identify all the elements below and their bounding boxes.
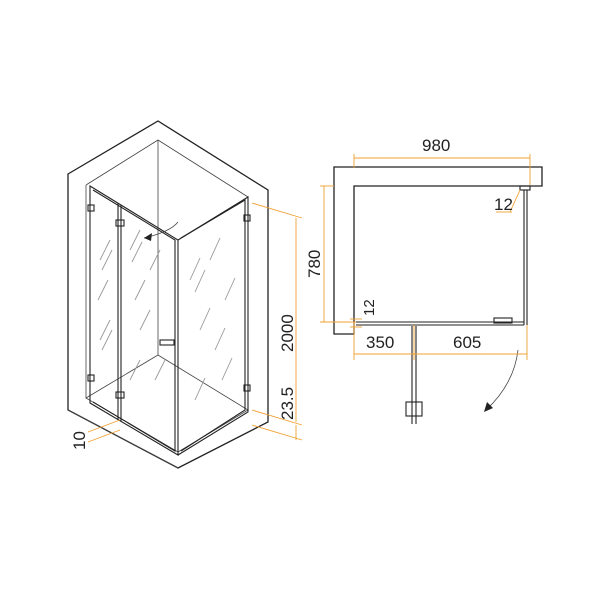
fixed-panel-dimension-label: 350 — [366, 333, 394, 352]
depth-dimension-label: 780 — [305, 250, 324, 278]
base-dimension-label: 23.5 — [278, 387, 297, 420]
clearance-top-label: 12 — [494, 195, 513, 214]
swing-arrow-icon — [144, 233, 152, 241]
gap-dimension-label: 10 — [70, 431, 89, 450]
door-panel-dimension-label: 605 — [453, 333, 481, 352]
width-dimension-label: 980 — [422, 136, 450, 155]
door-swing-arrow-icon — [484, 402, 493, 412]
plan-view — [320, 154, 543, 424]
height-dimension-label: 2000 — [278, 314, 297, 352]
isometric-view — [67, 120, 303, 469]
glass-hatching — [97, 229, 236, 401]
clearance-bottom-label: 12 — [361, 299, 378, 316]
